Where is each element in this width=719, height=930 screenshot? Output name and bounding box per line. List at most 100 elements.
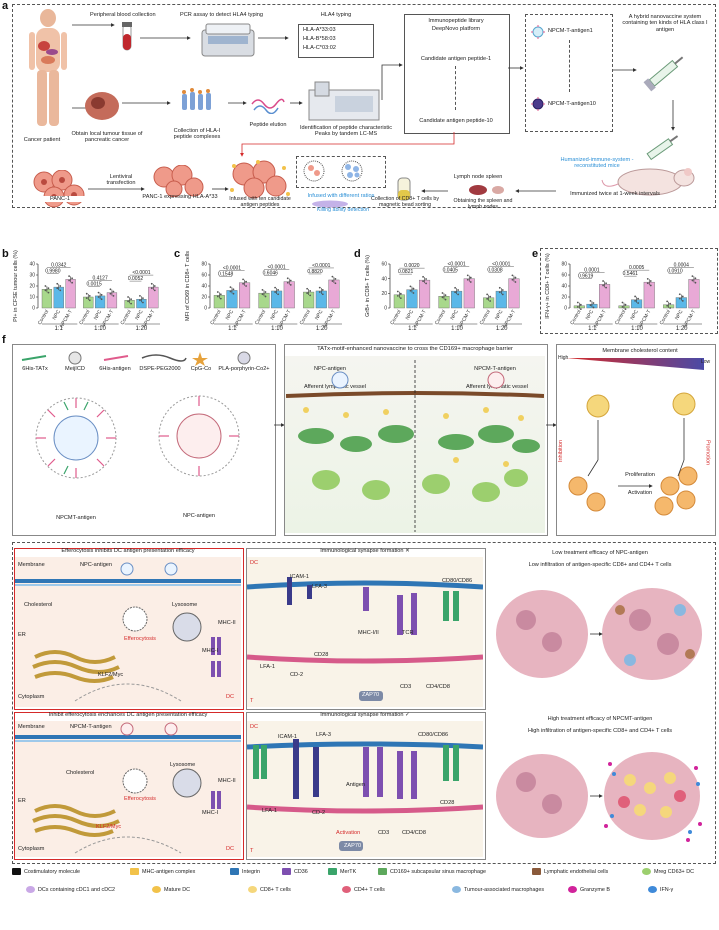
ratio-cells-icon [303,160,363,182]
magnetic-tube-icon [397,177,411,201]
data-point [142,297,144,299]
data-point [216,295,219,298]
klf2-label-bottom: KLF2/Myc [96,824,122,830]
lentiviral-label: Lentiviral transfection [106,174,136,187]
data-point [97,296,100,298]
cholesterol-box [556,344,716,536]
dc-label-syn-bottom: DC [250,724,259,730]
legend-label: DCs containing cDC1 and cDC2 [38,886,116,893]
npc-antigen-cell-label: NPC-antigen [80,562,113,568]
data-point [646,282,649,285]
p-value: <0.0001 [132,270,150,276]
y-tick-label: 0 [564,306,567,312]
bar [508,278,520,309]
p-value: 0.6046 [263,271,279,277]
dc-bottom-scene [15,722,241,854]
p-value: 0.9980 [45,268,61,274]
legend-item: CD4+ T cells [342,886,385,893]
data-point [637,297,640,300]
t-cell-proliferation-scene [568,392,698,516]
icam1-label-bottom: ICAM-1 [278,734,297,740]
red-feedback-arrow [240,132,455,157]
data-point [602,284,604,287]
panel-a-frame [12,4,716,208]
group-label: 1:1 [228,326,237,332]
lysosome-label-bottom: Lysosome [170,762,196,768]
nanoparticle-10-icon [531,97,545,111]
x-tick-label: Control [569,309,582,326]
er-label-top: ER [18,632,26,638]
data-point [109,288,112,291]
data-point [264,291,267,293]
t-label-syn-top: T [250,698,254,704]
dc-label-top: DC [226,694,235,700]
data-point [621,306,624,308]
data-point [605,282,607,285]
low-efficacy-label: Low treatment efficacy of NPC-antigen [552,550,648,556]
x-tick-label: NPC [314,309,325,321]
synapse-title-x: Immunological synapse formation ✕ [320,548,410,554]
data-point [130,302,132,305]
legend-label: Tumour-associated macrophages [464,886,545,893]
x-tick-label: NPC [52,309,63,321]
cd4cd8-label-top: CD4/CD8 [426,684,450,690]
efferocytosis-label-top: Efferocytosis [124,636,156,642]
legend-item: Granzyme B [568,886,610,893]
infused-ratios-label: Infused with different ratios [307,193,375,199]
data-point [68,279,71,282]
tat-title: TATx-motif-enhanced nanovaccine to cross… [317,346,513,352]
group-label: 1:20 [496,326,508,332]
p-value: 0.0405 [443,268,459,274]
data-point [576,301,579,304]
x-tick-label: Control [120,309,133,326]
bar [688,279,700,309]
dc-label-bottom: DC [226,846,235,852]
data-point [678,297,681,300]
y-tick-label: 10 [29,295,35,301]
spleen-to-tube-arrow [421,189,448,193]
data-point [501,293,504,296]
data-point [100,298,103,301]
data-point [44,285,47,287]
data-point [274,291,277,293]
y-tick-label: 20 [29,284,35,290]
data-point [274,286,277,289]
legend-label: Integrin [242,868,260,875]
data-point [289,279,292,282]
lfa1-label-top: LFA-1 [260,664,275,670]
x-tick-label: Control [254,309,267,326]
data-point [576,306,579,308]
x-tick-label: NPC [449,309,460,321]
p-value: <0.0001 [223,266,241,272]
data-point [242,282,244,285]
data-point [334,282,337,285]
mhci-label-top: MHC-I [202,648,219,654]
high-efficacy-label: High treatment efficacy of NPCMT-antigen [547,716,653,722]
afferent-1-label: Afferent lymphatic vessel [303,384,367,390]
panel-d-letter: d [354,248,361,260]
low-tumour-scene [496,588,702,680]
panc1-hla-cells-icon [153,165,204,197]
high-label: High [558,355,569,361]
bar [53,286,64,309]
data-point [261,293,264,296]
data-point [511,274,514,277]
x-tick-label: Control [389,309,402,326]
data-point [466,278,469,281]
panc1-arrows [88,187,145,191]
y-tick-label: 0 [384,306,387,312]
candidate-dots [455,66,456,110]
legend-item: MHC-antigen complex [130,868,195,875]
cholesterol-label-bottom: Cholesterol [66,770,95,776]
data-point [289,284,292,286]
identification-label: Identification of peptide characteristic… [299,125,393,138]
pcr-assay-label: PCR assay to detect HLA4 typing [180,12,264,18]
synapse-bottom-scene [247,721,483,857]
data-point [694,281,697,284]
legend-label: MerTK [340,868,357,875]
data-point [321,288,324,291]
cd3-label-bottom: CD3 [378,830,390,836]
x-tick-label: NPC [134,309,145,321]
data-point [286,281,289,284]
